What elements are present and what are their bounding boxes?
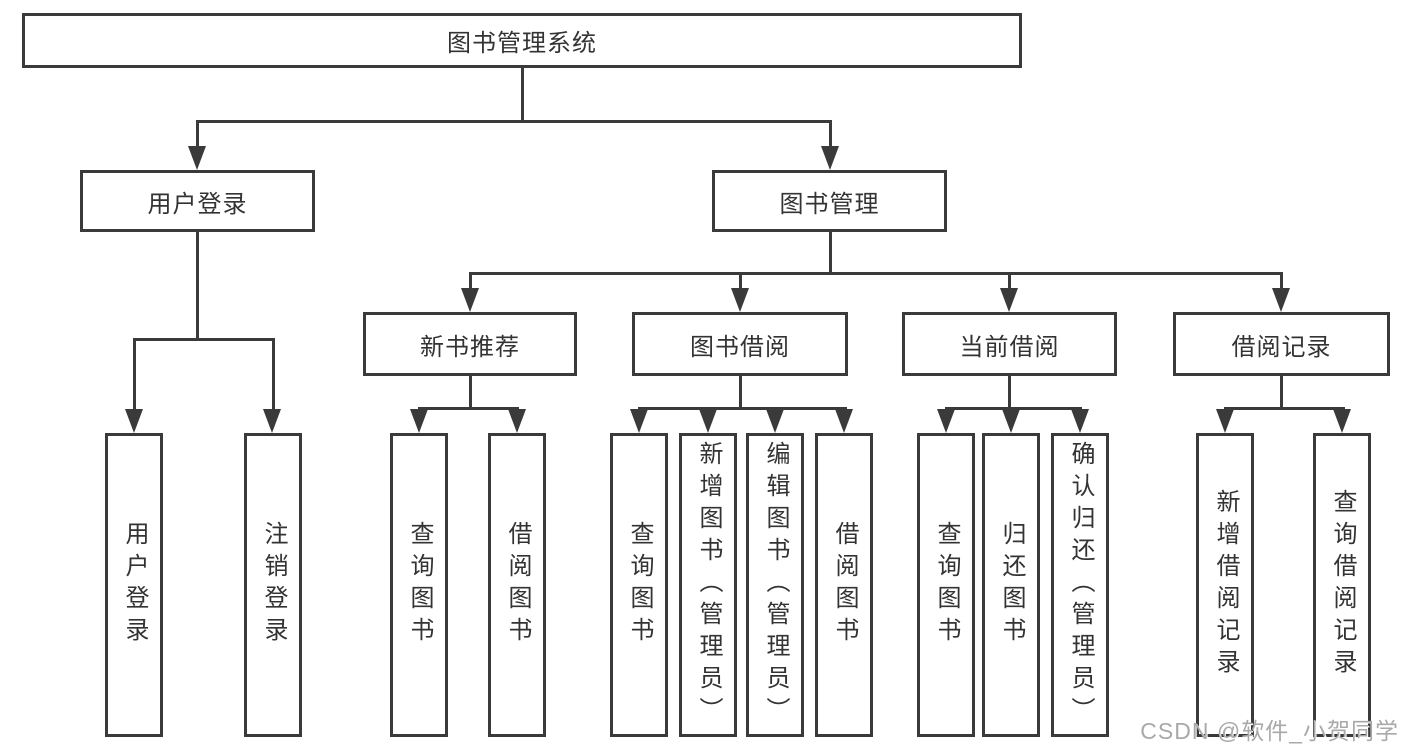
arrowhead-leaf-user-login: [125, 409, 143, 433]
arrowhead-user-login: [188, 146, 206, 170]
arrowhead-records: [1272, 288, 1290, 312]
arrowhead-leaf-cur-query: [937, 409, 955, 433]
connector-group1-right: [272, 338, 275, 412]
arrowhead-leaf-bor-query: [630, 409, 648, 433]
arrowhead-leaf-rec-borrow: [508, 409, 526, 433]
arrowhead-leaf-add-record: [1216, 409, 1234, 433]
node-book-management: 图书管理: [712, 170, 947, 232]
arrowhead-leaf-query-record: [1333, 409, 1351, 433]
node-borrow-records: 借阅记录: [1173, 312, 1390, 376]
arrowhead-leaf-bor-borrow: [835, 409, 853, 433]
connector-current-drop: [1008, 376, 1011, 410]
connector-group4-branch: [945, 407, 1082, 410]
arrowhead-leaf-confirm: [1071, 409, 1089, 433]
arrowhead-current: [1000, 288, 1018, 312]
connector-root-drop: [521, 68, 524, 120]
connector-into-recommend: [469, 272, 472, 292]
connector-book-mgmt-drop: [829, 232, 832, 272]
connector-group2-branch: [418, 407, 519, 410]
arrowhead-leaf-add-book: [699, 409, 717, 433]
arrowhead-leaf-edit-book: [766, 409, 784, 433]
leaf-return-book: 归还图书: [982, 433, 1040, 737]
leaf-add-book-admin: 新增图书（管理员）: [679, 433, 737, 737]
connector-into-borrow: [739, 272, 742, 292]
leaf-logout: 注销登录: [244, 433, 302, 737]
leaf-cur-query-book: 查询图书: [917, 433, 975, 737]
leaf-user-login: 用户登录: [105, 433, 163, 737]
leaf-bor-query-book: 查询图书: [610, 433, 668, 737]
leaf-query-borrow-record: 查询借阅记录: [1313, 433, 1371, 737]
arrowhead-borrow: [731, 288, 749, 312]
connector-group5-branch: [1224, 407, 1345, 410]
arrowhead-leaf-rec-query: [410, 409, 428, 433]
connector-into-current: [1008, 272, 1011, 292]
connector-into-user-login: [196, 120, 199, 148]
connector-into-records: [1280, 272, 1283, 292]
connector-group3-branch: [638, 407, 847, 410]
node-root: 图书管理系统: [22, 13, 1022, 68]
connector-level2-branch: [196, 120, 832, 123]
connector-group1-branch: [133, 338, 275, 341]
connector-level3-branch: [469, 272, 1283, 275]
leaf-add-borrow-record: 新增借阅记录: [1196, 433, 1254, 737]
arrowhead-leaf-return: [1002, 409, 1020, 433]
node-book-borrow: 图书借阅: [632, 312, 848, 376]
leaf-bor-borrow-book: 借阅图书: [815, 433, 873, 737]
node-new-book-recommend: 新书推荐: [363, 312, 577, 376]
watermark: CSDN @软件_小贺同学: [1140, 718, 1399, 744]
connector-group1-left: [133, 338, 136, 412]
leaf-edit-book-admin: 编辑图书（管理员）: [746, 433, 804, 737]
node-user-login: 用户登录: [80, 170, 315, 232]
arrowhead-recommend: [461, 288, 479, 312]
connector-recommend-drop: [469, 376, 472, 410]
arrowhead-leaf-logout: [263, 409, 281, 433]
connector-into-book-mgmt: [829, 120, 832, 148]
node-current-borrow: 当前借阅: [902, 312, 1117, 376]
leaf-rec-query-book: 查询图书: [390, 433, 448, 737]
connector-borrow-drop: [739, 376, 742, 410]
connector-user-login-drop: [196, 232, 199, 338]
arrowhead-book-mgmt: [821, 146, 839, 170]
leaf-confirm-return-admin: 确认归还（管理员）: [1051, 433, 1109, 737]
connector-records-drop: [1280, 376, 1283, 410]
leaf-rec-borrow-book: 借阅图书: [488, 433, 546, 737]
